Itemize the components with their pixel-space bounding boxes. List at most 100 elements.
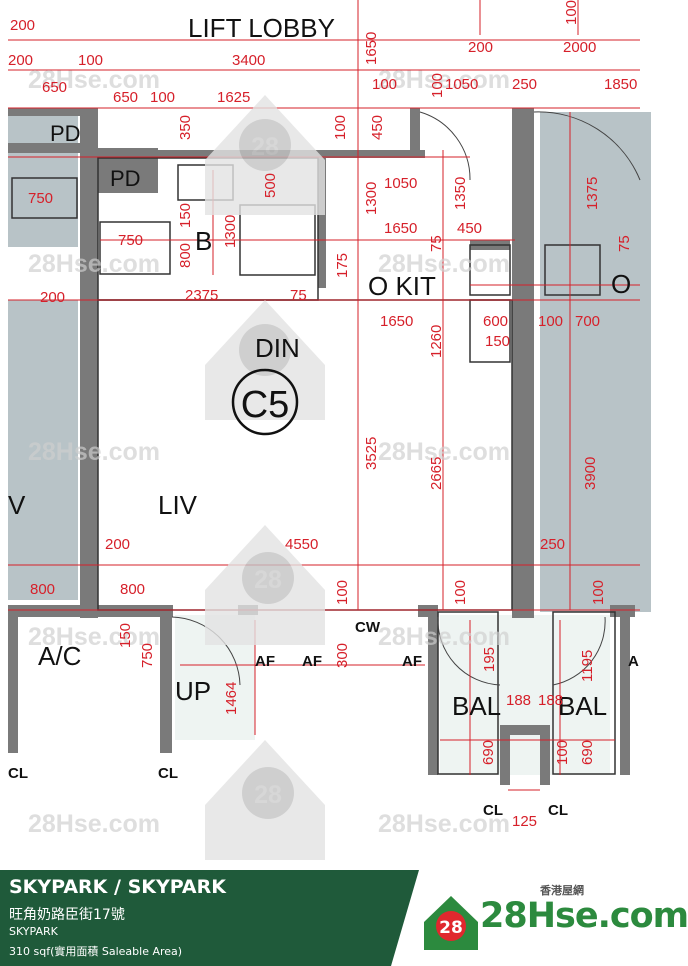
dimension-label: 350 <box>177 115 194 140</box>
neighbor-unit-left-lower <box>8 300 78 600</box>
dimension-label: 450 <box>369 115 386 140</box>
room-label-af: A <box>628 653 639 670</box>
balcony-floor <box>440 615 610 775</box>
dimension-label: 1300 <box>363 182 380 215</box>
room-label-cw: CW <box>355 619 381 636</box>
room-label-cl: CL <box>158 765 178 782</box>
dimension-label: 750 <box>139 643 156 668</box>
dimension-label: 150 <box>177 203 194 228</box>
dimension-label: 200 <box>8 52 33 69</box>
dimension-label: 3525 <box>363 437 380 470</box>
dimension-label: 188 <box>538 692 563 709</box>
room-label-af: AF <box>255 653 275 670</box>
dimension-label: 200 <box>10 17 35 34</box>
room-label-af: AF <box>302 653 322 670</box>
watermark-badge: 28 <box>205 525 325 645</box>
room-label-living-next: V <box>8 490 26 520</box>
watermark-text: 28Hse.com <box>378 810 510 838</box>
dimension-label: 200 <box>40 289 65 306</box>
dimension-label: 100 <box>429 73 446 98</box>
dimension-label: 690 <box>579 740 596 765</box>
dimension-label: 100 <box>78 52 103 69</box>
dimension-label: 1375 <box>584 177 601 210</box>
dimension-label: 100 <box>563 0 580 25</box>
room-label-living: LIV <box>158 490 198 520</box>
svg-text:28: 28 <box>439 918 463 938</box>
dimension-label: 800 <box>120 581 145 598</box>
dimension-label: 600 <box>483 313 508 330</box>
watermark-text: 28Hse.com <box>28 438 160 466</box>
dimension-label: 3400 <box>232 52 265 69</box>
dimension-label: 100 <box>538 313 563 330</box>
saleable-area: 310 sqf(實用面積 Saleable Area) <box>9 945 183 958</box>
watermark-text: 28Hse.com <box>28 66 160 94</box>
room-label-af: AF <box>402 653 422 670</box>
dimension-label: 1650 <box>384 220 417 237</box>
unit-code: C5 <box>241 384 290 426</box>
dimension-label: 2000 <box>563 39 596 56</box>
dimension-label: 188 <box>506 692 531 709</box>
watermark-text: 28Hse.com <box>28 250 160 278</box>
dimension-label: 1650 <box>363 32 380 65</box>
vertical-dimension-labels: 1650 100 100 350 100 450 500 1300 1350 1… <box>117 0 633 765</box>
dimension-label: 75 <box>428 235 445 252</box>
watermark-text: 28Hse.com <box>28 810 160 838</box>
room-label-cl: CL <box>548 802 568 819</box>
watermark-text: 28Hse.com <box>378 438 510 466</box>
room-label-aircon: A/C <box>38 641 81 671</box>
property-address: 旺角奶路臣街17號 <box>9 907 125 923</box>
dimension-label: 250 <box>540 536 565 553</box>
property-title: SKYPARK / SKYPARK <box>9 876 226 898</box>
dimension-label: 100 <box>332 115 349 140</box>
dimension-label: 125 <box>512 813 537 830</box>
floor-plan: 28 28 28 28Hse.com 28Hse.com 28Hse.com 2… <box>8 0 651 860</box>
dimension-label: 690 <box>480 740 497 765</box>
svg-text:28: 28 <box>254 781 282 809</box>
room-label-balcony: BAL <box>558 691 607 721</box>
dimension-label: 150 <box>117 623 134 648</box>
dimension-label: 100 <box>452 580 469 605</box>
listing-footer: SKYPARK / SKYPARK 旺角奶路臣街17號 SKYPARK 310 … <box>0 870 688 966</box>
dimension-label: 175 <box>334 253 351 278</box>
watermark-text: 28Hse.com <box>28 623 160 651</box>
dimension-label: 195 <box>481 647 498 672</box>
dimension-label: 700 <box>575 313 600 330</box>
watermark-text: 28Hse.com <box>378 250 510 278</box>
neighbor-unit-right <box>540 112 651 612</box>
dimension-label: 100 <box>590 580 607 605</box>
svg-text:28: 28 <box>254 566 282 594</box>
dimension-label: 1625 <box>217 89 250 106</box>
dimension-lines <box>8 0 640 791</box>
dimension-label: 1650 <box>380 313 413 330</box>
dimension-label: 100 <box>150 89 175 106</box>
room-label-lift-lobby: LIFT LOBBY <box>188 13 335 43</box>
dimension-label: 4550 <box>285 536 318 553</box>
dimension-label: 100 <box>372 76 397 93</box>
room-label-pd: PD <box>50 121 81 146</box>
room-label-balcony: BAL <box>452 691 501 721</box>
dimension-label: 500 <box>262 173 279 198</box>
dimension-label: 200 <box>468 39 493 56</box>
dimension-label: 150 <box>485 333 510 350</box>
house-logo-icon: 28 <box>424 896 478 950</box>
watermark-text: 28Hse.com <box>378 623 510 651</box>
dimension-label: 1850 <box>604 76 637 93</box>
dimension-label: 750 <box>28 190 53 207</box>
room-label-cl: CL <box>483 802 503 819</box>
watermark-badge: 28 <box>205 740 325 860</box>
dimension-label: 650 <box>113 89 138 106</box>
room-label-up: UP <box>175 676 211 706</box>
neighbor-unit-left <box>8 112 78 247</box>
dimension-label: 75 <box>290 287 307 304</box>
dimension-label: 750 <box>118 232 143 249</box>
dimension-label: 2375 <box>185 287 218 304</box>
dimension-label: 1464 <box>223 682 240 715</box>
watermark-text: 28Hse.com <box>378 66 510 94</box>
room-label-bath: B <box>195 226 212 256</box>
dimension-label: 1050 <box>445 76 478 93</box>
brand-logo: 28 香港屋網 28Hse.com <box>420 882 688 962</box>
footer-info-band: SKYPARK / SKYPARK 旺角奶路臣街17號 SKYPARK 310 … <box>0 870 419 966</box>
dimension-label: 1300 <box>222 215 239 248</box>
room-label-dining: DIN <box>255 333 300 363</box>
unit-code-badge: C5 <box>231 368 299 436</box>
